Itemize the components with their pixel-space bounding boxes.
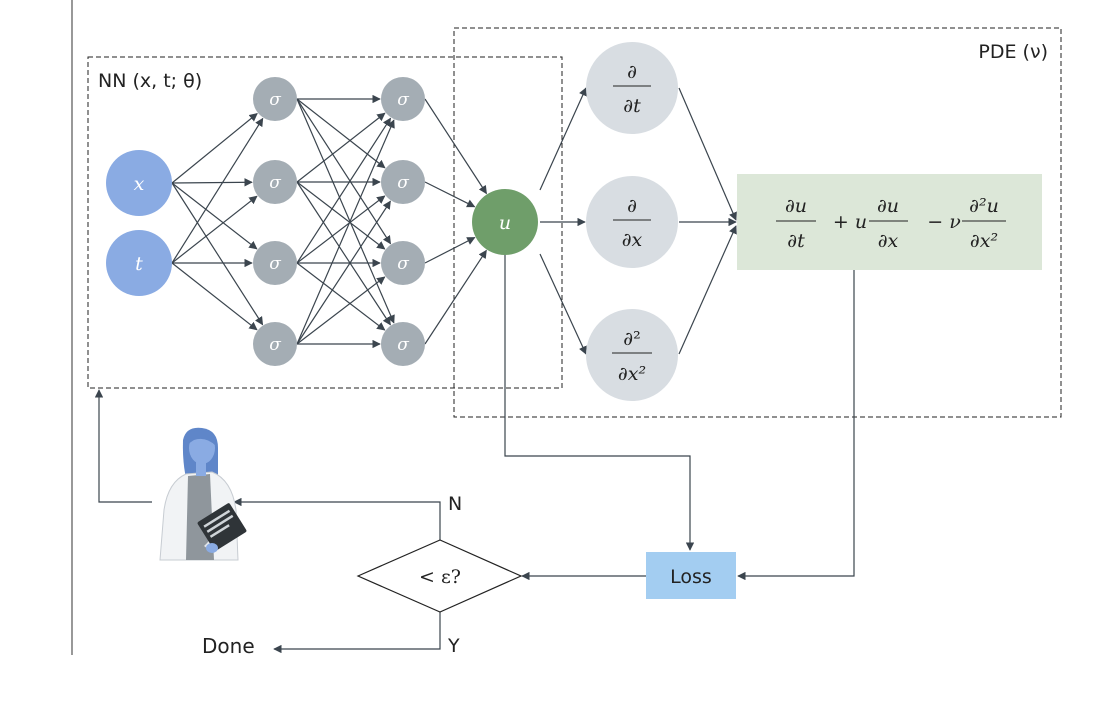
derivative-dxx-num: ∂² xyxy=(623,328,640,350)
nn-edge xyxy=(171,113,258,184)
nn-edge xyxy=(171,262,258,331)
nn-box-label: NN (x, t; θ) xyxy=(98,70,202,92)
nn-edge xyxy=(171,178,253,187)
hidden-node xyxy=(253,160,297,204)
nn-edge xyxy=(296,112,386,183)
derivative-dt: ∂ ∂t xyxy=(586,42,678,134)
nn-edge xyxy=(296,98,395,324)
nn-edge xyxy=(171,195,258,264)
nn-edge xyxy=(424,98,487,195)
done-label: Done xyxy=(202,634,255,658)
hidden-node xyxy=(253,241,297,285)
pde-equation-box xyxy=(737,174,1042,270)
sigma-label: σ xyxy=(269,173,281,193)
hidden-node xyxy=(253,77,297,121)
nn-edge xyxy=(171,182,258,250)
scientist-with-clipboard-icon xyxy=(159,427,247,561)
derivative-dt-num: ∂ xyxy=(627,61,637,83)
output-label-u: u xyxy=(499,212,511,234)
derivative-dx: ∂ ∂x xyxy=(586,176,678,268)
nn-edge xyxy=(424,249,487,345)
nn-edge xyxy=(296,98,386,169)
pde-edges xyxy=(539,87,737,355)
hidden-layer-2: σ σ σ σ xyxy=(381,77,425,366)
sigma-label: σ xyxy=(397,335,409,355)
nn-edge xyxy=(171,182,264,326)
derivative-dx-num: ∂ xyxy=(627,195,637,217)
derivative-dt-den: ∂t xyxy=(623,95,641,117)
pde-equation: ∂u ∂t + u ∂u ∂x − ν ∂²u ∂x² xyxy=(737,174,1042,270)
nn-edge xyxy=(424,236,476,264)
branch-no-label: N xyxy=(448,493,462,515)
eq-term1-den: ∂t xyxy=(787,230,805,252)
hidden-node xyxy=(253,322,297,366)
output-node-u xyxy=(472,189,538,255)
sigma-label: σ xyxy=(397,90,409,110)
derivative-dx-den: ∂x xyxy=(622,229,643,251)
input-node-x xyxy=(106,150,172,216)
eq-term3-num: ∂²u xyxy=(969,195,999,217)
loss-box xyxy=(646,552,736,599)
loss-label: Loss xyxy=(670,566,712,588)
nn-edge xyxy=(424,181,476,208)
nn-edge xyxy=(296,195,386,264)
eq-plus-u: + u xyxy=(833,211,867,233)
sigma-label: σ xyxy=(397,173,409,193)
sigma-label: σ xyxy=(269,335,281,355)
eq-term2-den: ∂x xyxy=(878,230,899,252)
nn-edge xyxy=(296,117,392,264)
input-node-t xyxy=(106,230,172,296)
decision-diamond xyxy=(356,539,523,613)
sigma-label: σ xyxy=(269,254,281,274)
nn-edge xyxy=(296,119,395,345)
nn-box xyxy=(87,56,563,389)
nn-edges xyxy=(171,94,487,349)
sigma-label: σ xyxy=(397,254,409,274)
eq-minus-nu: − ν xyxy=(927,211,961,233)
nn-edge xyxy=(296,181,391,326)
sigma-label: σ xyxy=(269,90,281,110)
eq-term3-den: ∂x² xyxy=(970,230,998,252)
derivative-dxx-den: ∂x² xyxy=(618,363,646,385)
input-label-x: x xyxy=(134,173,145,195)
nn-edge xyxy=(296,200,391,345)
input-label-t: t xyxy=(135,253,143,275)
hidden-node xyxy=(381,322,425,366)
eq-term2-num: ∂u xyxy=(877,195,899,217)
hidden-layer-1: σ σ σ σ xyxy=(253,77,297,366)
decision-label: < ε? xyxy=(419,566,461,588)
nn-edge xyxy=(171,117,264,264)
nn-edge xyxy=(296,262,386,331)
hidden-node xyxy=(381,241,425,285)
hidden-node xyxy=(381,77,425,121)
flow-edges xyxy=(94,252,855,654)
nn-edge xyxy=(296,181,386,250)
branch-yes-label: Y xyxy=(447,635,460,657)
derivative-dxx: ∂² ∂x² xyxy=(586,309,678,401)
nn-edge xyxy=(296,276,386,345)
eq-term1-num: ∂u xyxy=(785,195,807,217)
pde-box-label: PDE (ν) xyxy=(978,41,1048,63)
pde-box xyxy=(453,27,1062,418)
hidden-node xyxy=(381,160,425,204)
nn-edge xyxy=(296,98,392,245)
